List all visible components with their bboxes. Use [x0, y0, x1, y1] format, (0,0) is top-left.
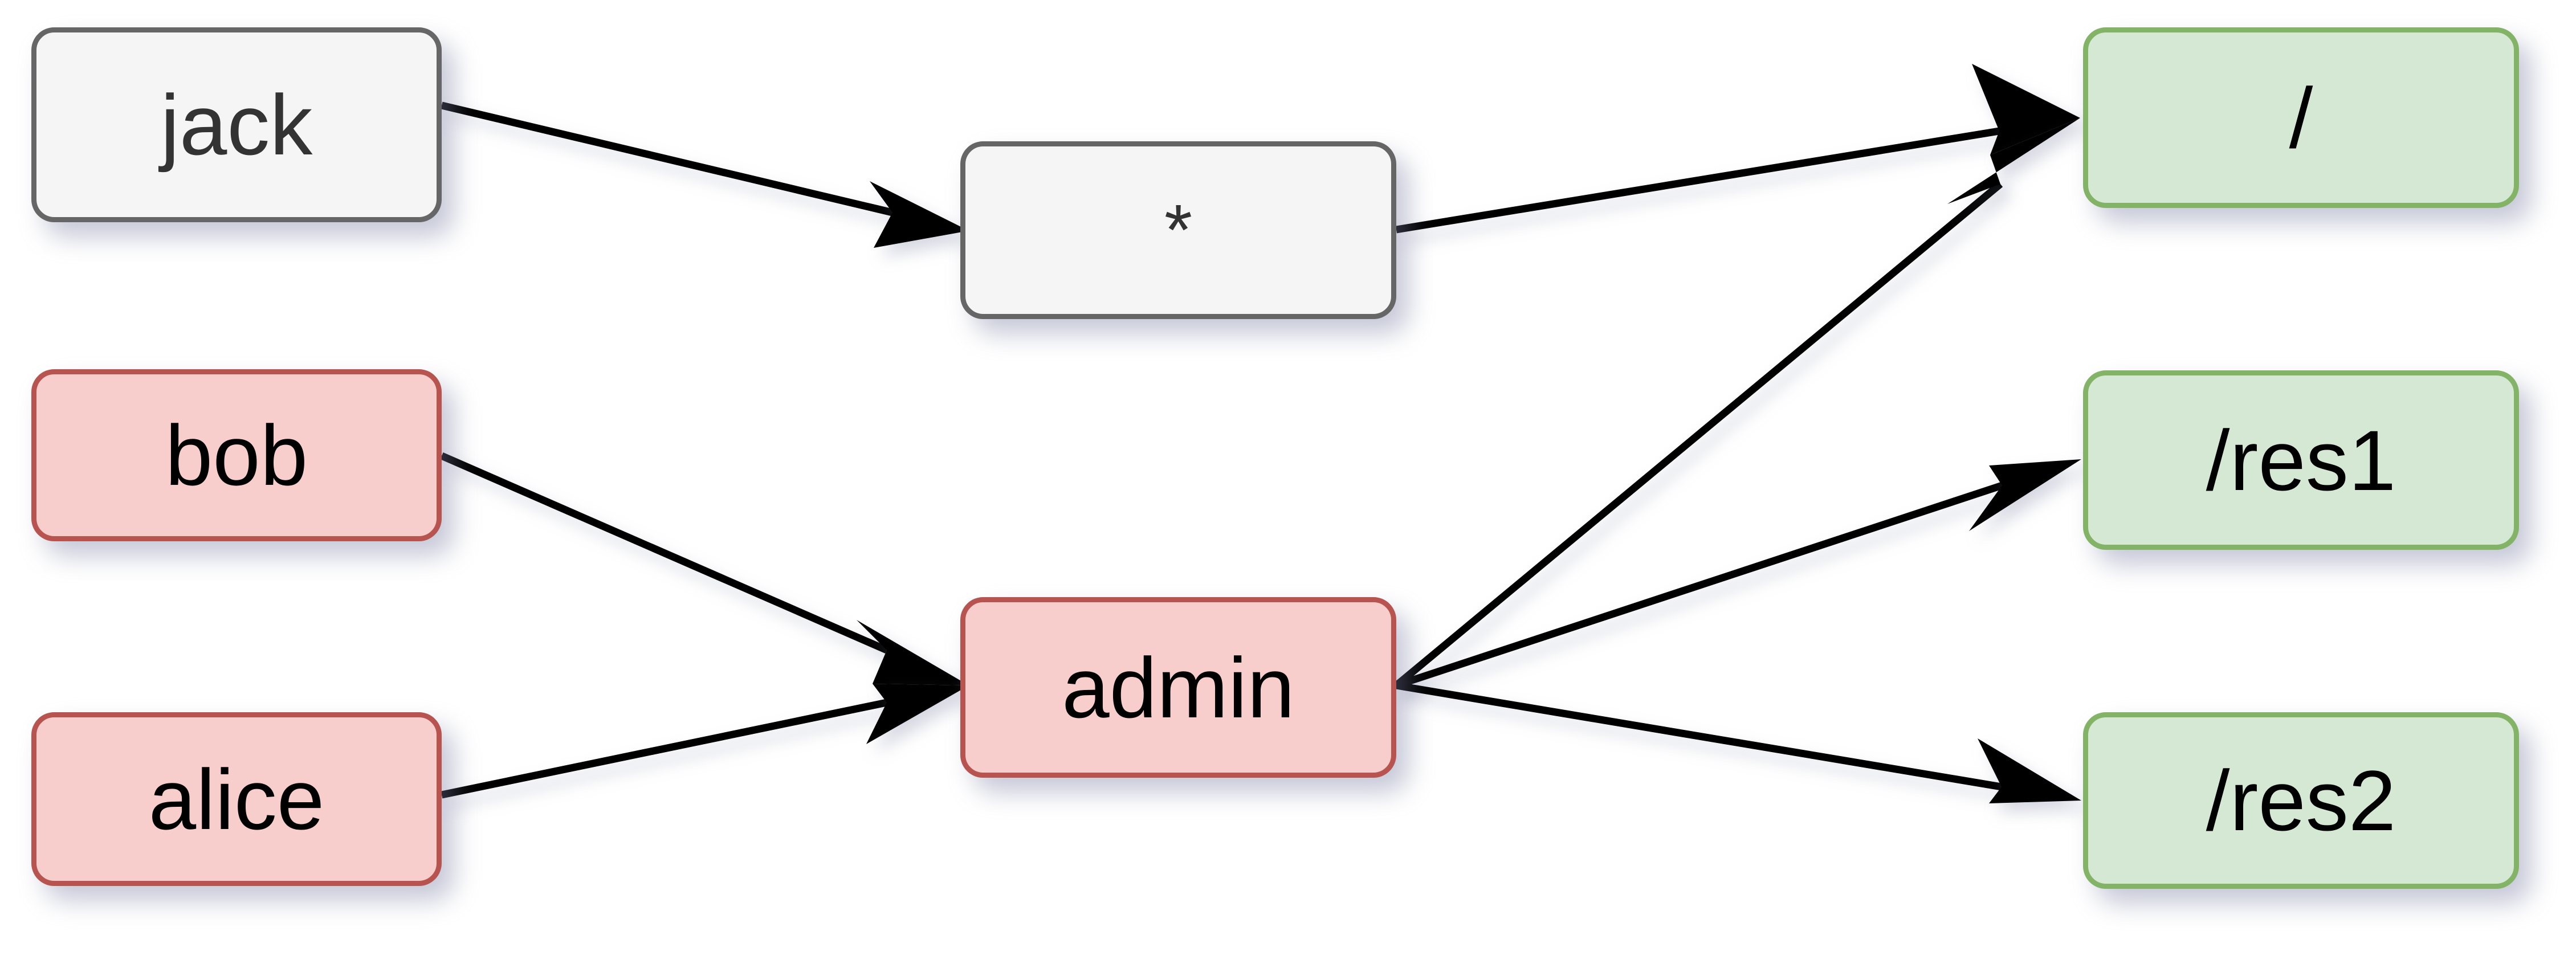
- edge-admin-to-res1[interactable]: [1395, 459, 2081, 689]
- edge-admin-to-res2[interactable]: [1395, 681, 2081, 803]
- edge-admin-to-root[interactable]: [1393, 118, 2080, 689]
- edge-line: [441, 101, 894, 217]
- edge-line: [441, 699, 888, 799]
- arrowhead-icon: [1969, 459, 2081, 531]
- edge-line: [440, 452, 888, 654]
- node-resource-res1-label: /res1: [2206, 412, 2396, 508]
- arrowhead-icon: [1978, 738, 2081, 803]
- node-alice[interactable]: alice: [31, 712, 442, 886]
- node-resource-res2-label: /res2: [2206, 753, 2396, 848]
- edge-star-to-root[interactable]: [1395, 64, 2080, 234]
- node-alice-label: alice: [148, 751, 325, 847]
- edge-jack-to-star[interactable]: [441, 101, 969, 248]
- node-admin[interactable]: admin: [960, 597, 1396, 778]
- arrowhead-icon: [857, 620, 969, 685]
- node-jack[interactable]: jack: [31, 27, 442, 222]
- node-bob-label: bob: [165, 407, 308, 503]
- node-admin-label: admin: [1062, 639, 1295, 736]
- edge-alice-to-admin[interactable]: [441, 684, 969, 799]
- node-wildcard-label: *: [1164, 189, 1193, 270]
- arrowhead-icon: [870, 181, 969, 248]
- edge-line: [1393, 181, 2003, 689]
- node-wildcard[interactable]: *: [960, 141, 1396, 319]
- node-jack-label: jack: [160, 77, 313, 173]
- node-resource-root-label: /: [2289, 70, 2313, 166]
- node-resource-root[interactable]: /: [2083, 27, 2519, 208]
- arrowhead-icon: [866, 684, 969, 744]
- node-resource-res1[interactable]: /res1: [2083, 370, 2519, 550]
- edge-line: [1395, 681, 2003, 791]
- node-bob[interactable]: bob: [31, 369, 442, 541]
- edge-line: [1395, 127, 2000, 234]
- edge-bob-to-admin[interactable]: [440, 452, 969, 685]
- arrowhead-icon: [1947, 118, 2080, 204]
- node-resource-res2[interactable]: /res2: [2083, 712, 2519, 889]
- arrowhead-icon: [1972, 64, 2080, 155]
- edge-line: [1395, 481, 2004, 689]
